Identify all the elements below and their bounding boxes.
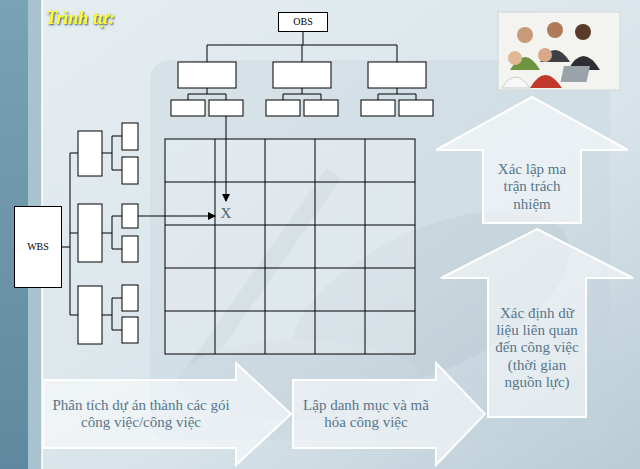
box-label: OBS	[293, 16, 312, 28]
box-outline	[279, 13, 328, 32]
box-outline	[15, 207, 62, 288]
pointer-arrow	[226, 116, 227, 201]
step-text: Xác định dữ liệu liên quan đến công việc…	[491, 305, 583, 391]
arrow-shape	[441, 229, 633, 417]
text-area: Lập danh mục và mã hóa công việc	[298, 382, 434, 446]
team-photo	[498, 12, 620, 90]
text-area: Xác lập ma trận trách nhiệm	[486, 152, 578, 222]
wbs-box: WBS	[14, 206, 62, 288]
slide-title: Trình tự:	[46, 8, 115, 29]
text-area: Phân tích dự án thành các gói công việc/…	[48, 382, 234, 446]
text-area: WBS	[16, 208, 60, 286]
step-text: Lập danh mục và mã hóa công việc	[298, 397, 434, 432]
text-area: OBS	[280, 14, 326, 30]
pointer-arrow	[138, 216, 215, 217]
step-text: Phân tích dự án thành các gói công việc/…	[48, 397, 234, 432]
up-arrow: Xác lập ma trận trách nhiệm	[435, 96, 629, 224]
up-arrow: Xác định dữ liệu liên quan đến công việc…	[440, 228, 634, 418]
obs-box: OBS	[278, 12, 328, 32]
arrow-shape	[436, 97, 628, 223]
arrow-shape	[293, 363, 485, 465]
text-area: Xác định dữ liệu liên quan đến công việc…	[491, 280, 583, 416]
matrix-mark: X	[218, 205, 234, 222]
wbs-boxes	[78, 123, 138, 344]
arrow-shape	[43, 363, 291, 465]
step-text: Xác lập ma trận trách nhiệm	[486, 161, 578, 213]
responsibility-matrix	[165, 139, 415, 354]
box-label: WBS	[27, 241, 49, 253]
right-arrow: Lập danh mục và mã hóa công việc	[292, 362, 486, 466]
obs-boxes	[171, 62, 433, 116]
right-arrow: Phân tích dự án thành các gói công việc/…	[42, 362, 292, 466]
